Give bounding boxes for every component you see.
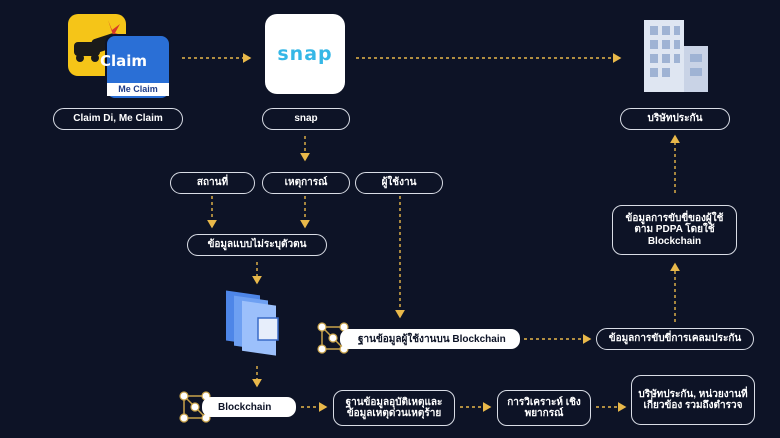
node-anon-data: ข้อมูลแบบไม่ระบุตัวตน <box>187 234 327 256</box>
node-user-blockchain: ฐานข้อมูลผู้ใช้งานบน Blockchain <box>340 329 520 349</box>
snap-app-icon: snap <box>265 14 345 94</box>
node-pdpa: ข้อมูลการขับขี่ของผู้ใช้ ตาม PDPA โดยใช้… <box>612 205 737 255</box>
node-insurer: บริษัทประกัน <box>620 108 730 130</box>
meclaim-logo-text: Me Claim <box>107 83 169 96</box>
node-snap: snap <box>262 108 350 130</box>
node-predictive: การวิเคราะห์ เชิงพยากรณ์ <box>497 390 591 426</box>
building-icon <box>644 20 708 92</box>
node-location: สถานที่ <box>170 172 255 194</box>
node-user: ผู้ใช้งาน <box>355 172 443 194</box>
node-claim-driving: ข้อมูลการขับขี่การเคลมประกัน <box>596 328 754 350</box>
node-blockchain: Blockchain <box>202 397 296 417</box>
snap-logo-text: snap <box>277 43 333 65</box>
node-accident-db: ฐานข้อมูลอุบัติเหตุและ ข้อมูลเหตุด่วนเหต… <box>333 390 455 426</box>
node-agencies: บริษัทประกัน, หน่วยงานที่เกี่ยวข้อง รวมถ… <box>631 375 755 425</box>
claimdi-logo-text: Claim <box>100 52 148 70</box>
node-incident: เหตุการณ์ <box>262 172 350 194</box>
data-layers-icon <box>226 290 279 356</box>
node-claim-di: Claim Di, Me Claim <box>53 108 183 130</box>
